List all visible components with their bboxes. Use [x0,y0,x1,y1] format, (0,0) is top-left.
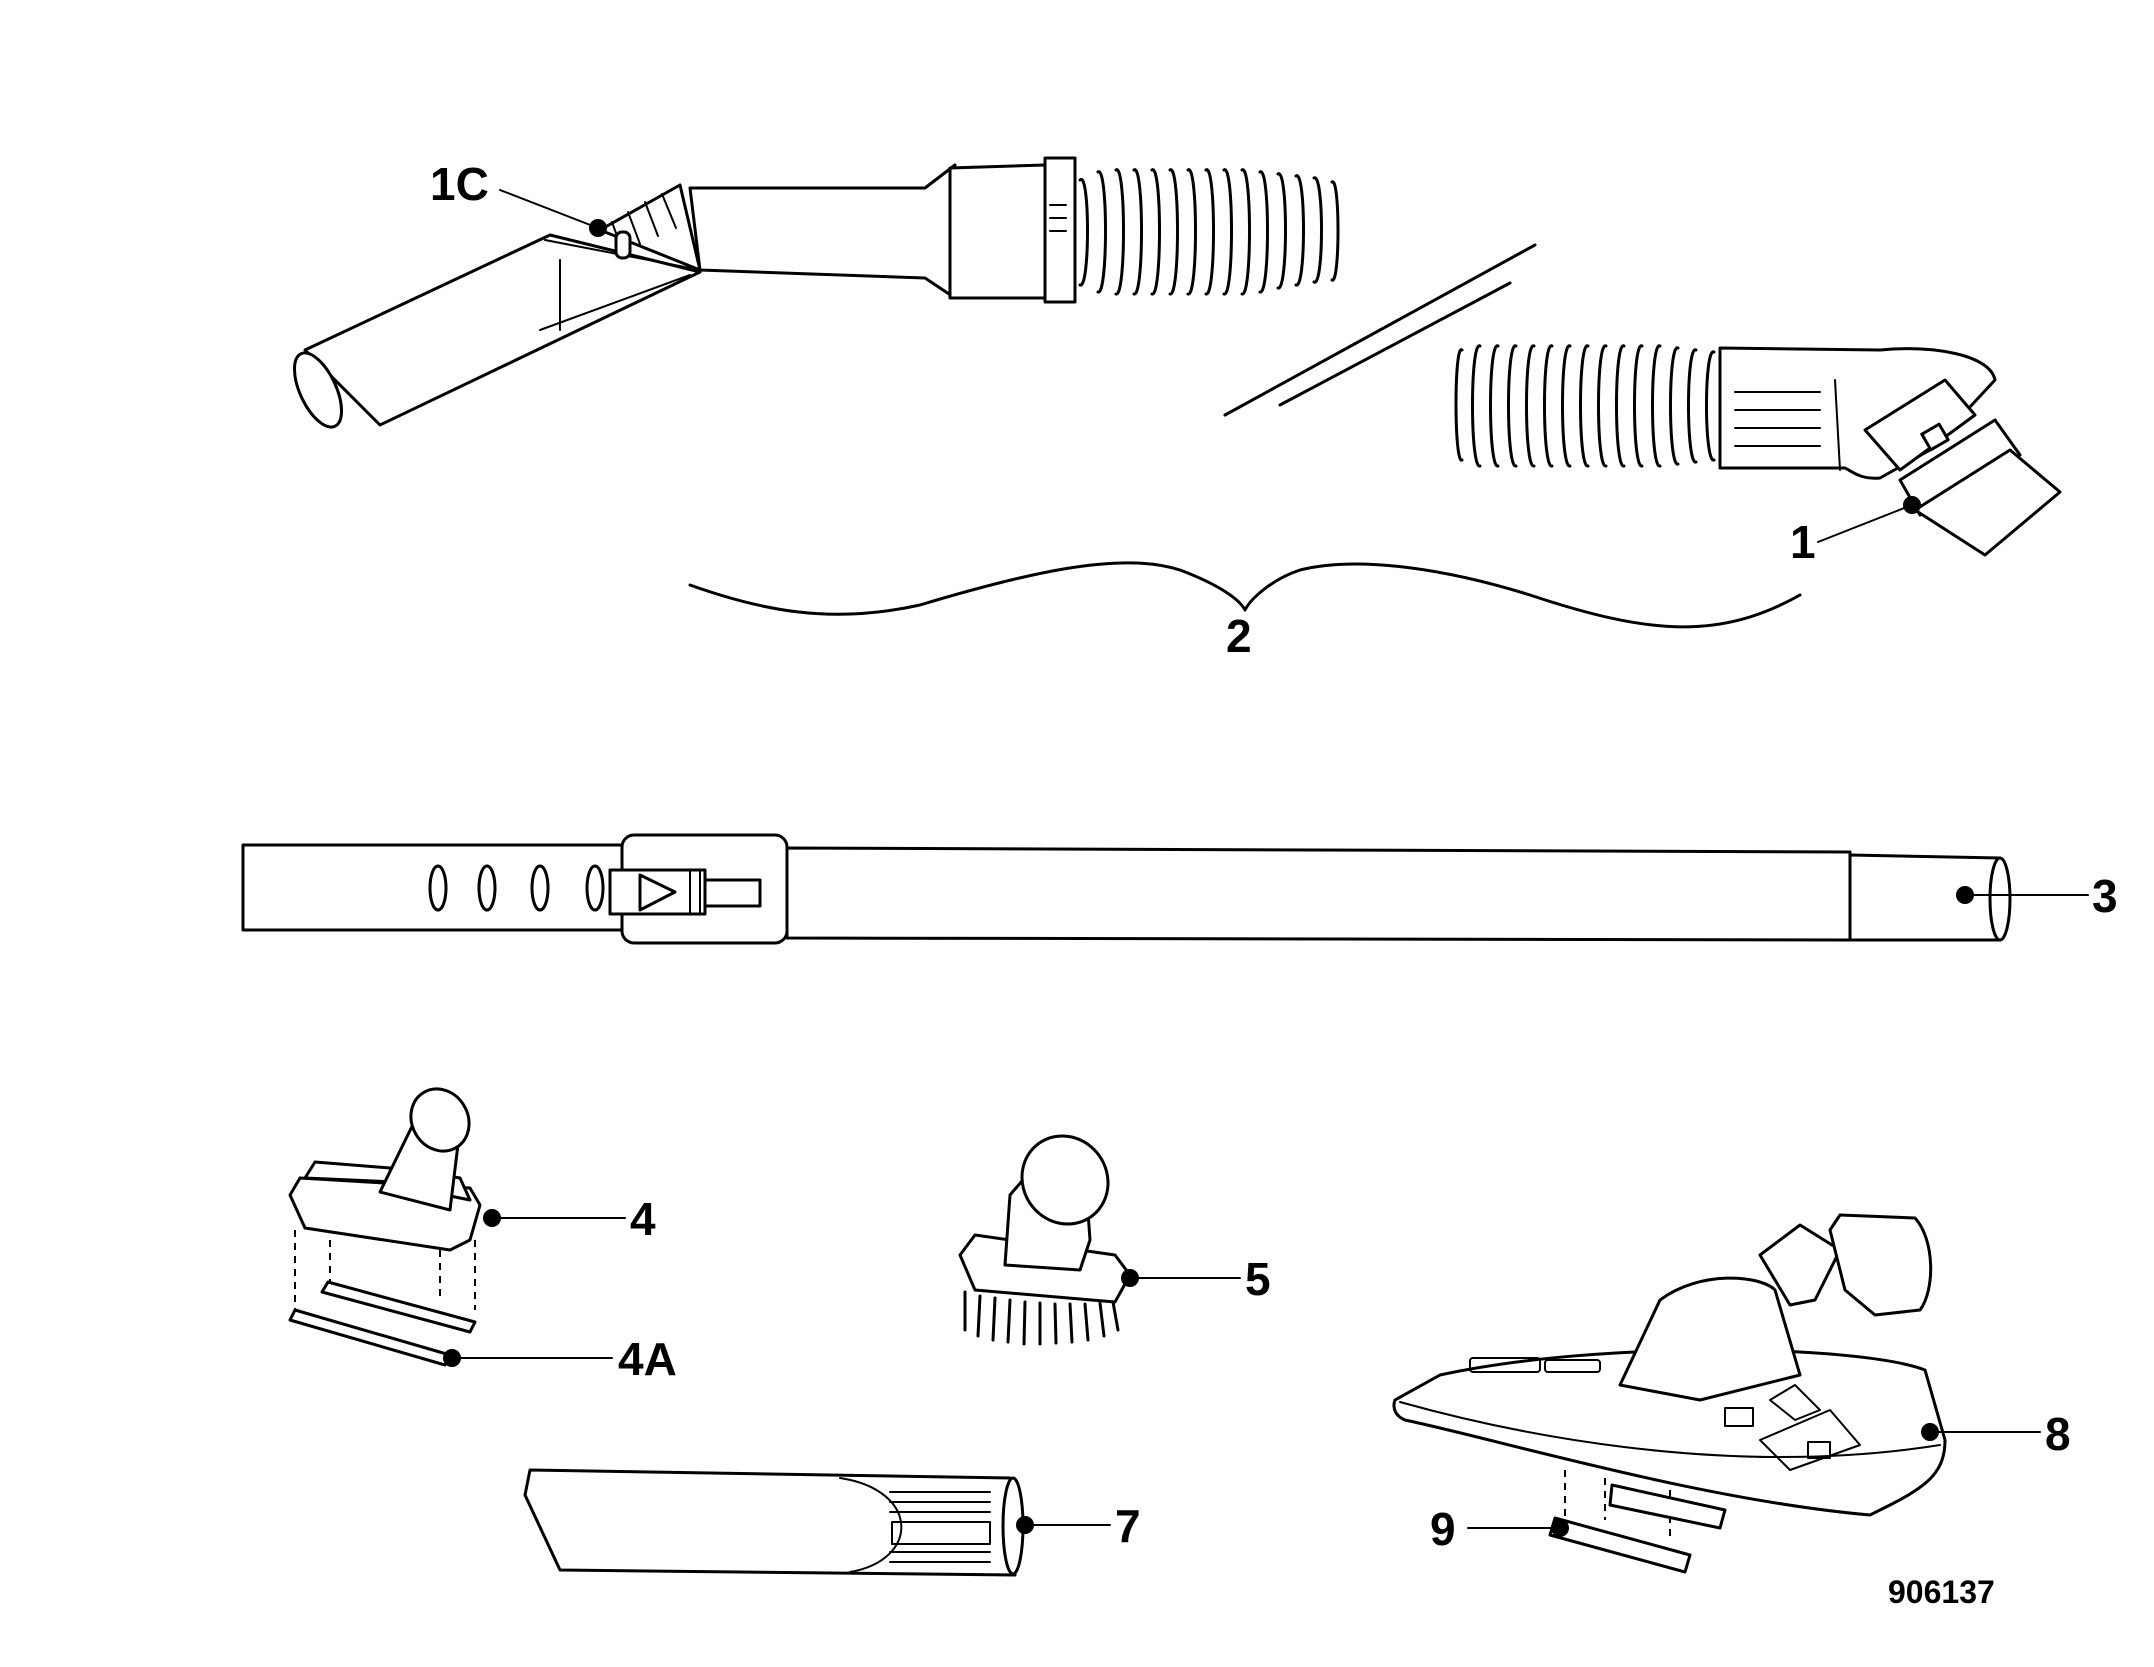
hose-assembly-brace [688,561,1802,629]
callout-2: 2 [1226,610,1252,662]
upholstery-nozzle-part [288,1087,482,1310]
callout-4: 4 [630,1193,656,1245]
diagram-reference-number: 906137 [1888,1574,1995,1610]
callout-3: 3 [2092,870,2118,922]
dusting-brush-part [958,1134,1132,1346]
floor-nozzle-part [1392,1213,1947,1517]
callout-leaders [443,189,2089,1537]
callout-1C: 1C [430,158,489,210]
nozzle-strip-parts [288,1280,477,1367]
callout-9: 9 [1430,1503,1456,1555]
hose-swivel-connector-part [1718,346,2062,557]
hose-break-lines [1223,243,1537,417]
hose-ribs-lower [1454,344,1716,468]
hose-ribs-upper [1078,168,1340,296]
crevice-tool-part [523,1468,1025,1577]
telescopic-tube-part [241,833,2012,945]
callout-8: 8 [2045,1408,2071,1460]
floor-nozzle-strip-part [1548,1470,1727,1574]
hose-handle-part [293,156,1077,429]
callout-1: 1 [1790,516,1816,568]
callout-5: 5 [1245,1253,1271,1305]
callout-7: 7 [1115,1500,1141,1552]
callout-4A: 4A [618,1333,677,1385]
